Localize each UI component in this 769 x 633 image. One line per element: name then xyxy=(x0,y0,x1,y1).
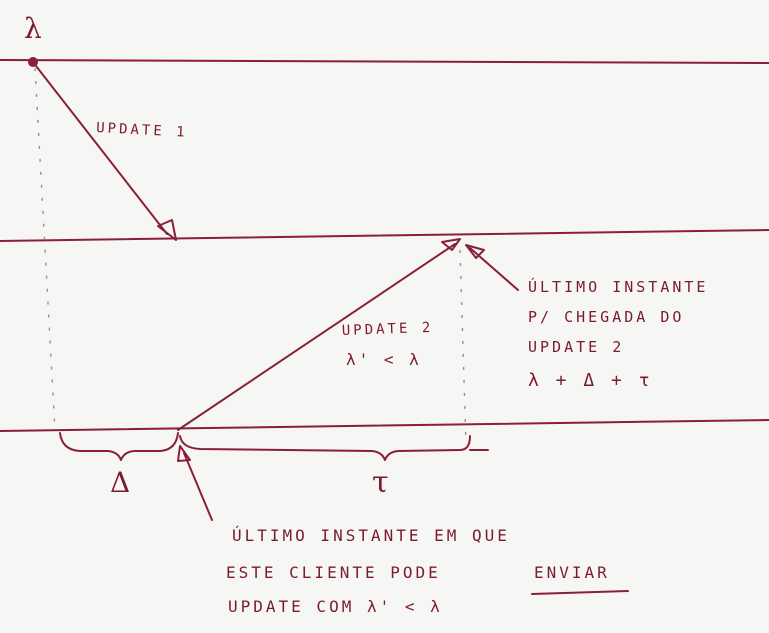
origin-dot xyxy=(28,57,38,67)
update2-arrowhead xyxy=(441,238,461,251)
enviar-underline xyxy=(531,590,629,595)
send-label-enviar: ENVIAR xyxy=(534,563,610,582)
send-label-line2a: ESTE CLIENTE PODE xyxy=(226,563,441,582)
timeline-bottom xyxy=(0,419,769,432)
arrival-pointer xyxy=(469,247,519,291)
arrival-label-line2: P/ CHEGADA DO xyxy=(528,308,684,326)
update2-condition: λ' < λ xyxy=(346,350,422,369)
update1-arrowhead xyxy=(157,219,177,241)
arrival-label-line4: λ + Δ + τ xyxy=(528,370,653,391)
send-pointer-head xyxy=(177,445,191,462)
top-symbol: λ xyxy=(24,12,42,45)
send-label-line3: UPDATE COM λ' < λ xyxy=(228,597,443,616)
update1-label: UPDATE 1 xyxy=(96,120,188,141)
tau-brace xyxy=(179,435,471,461)
send-pointer xyxy=(183,452,213,521)
arrival-label-line3: UPDATE 2 xyxy=(528,338,624,356)
guide-right xyxy=(459,249,467,446)
delta-brace xyxy=(59,432,179,461)
update1-arrow xyxy=(35,65,168,235)
timeline-middle xyxy=(0,229,769,242)
tau-label: τ xyxy=(372,465,389,500)
arrival-pointer-head xyxy=(465,244,485,259)
arrival-label-line1: ÚLTIMO INSTANTE xyxy=(528,277,708,296)
update2-arrow xyxy=(177,243,456,431)
send-label-line1: ÚLTIMO INSTANTE EM QUE xyxy=(232,526,510,545)
guide-left xyxy=(34,67,56,431)
delta-label: Δ xyxy=(110,466,130,499)
update2-label: UPDATE 2 xyxy=(342,320,434,339)
timeline-top xyxy=(0,59,769,64)
